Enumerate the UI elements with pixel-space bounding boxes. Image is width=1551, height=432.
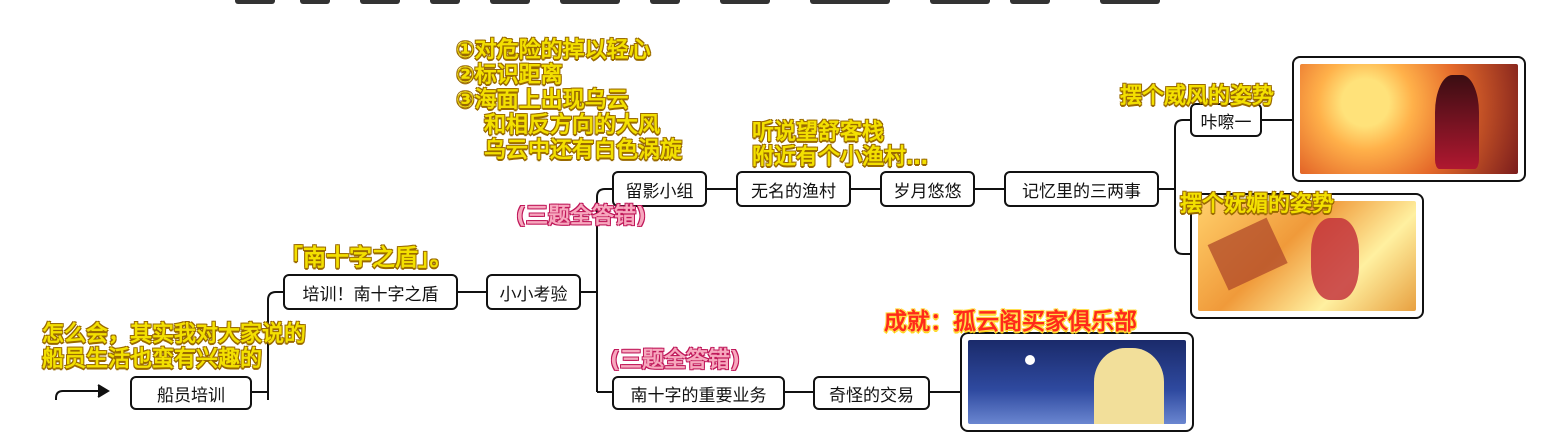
note-village-hint: 听说望舒客栈 附近有个小渔村… — [752, 120, 928, 170]
note-line: ②标识距离 — [456, 63, 563, 88]
note-line: ③海面上出现乌云 — [456, 88, 629, 113]
note-line: 船员生活也蛮有兴趣的 — [42, 347, 263, 372]
node-click[interactable]: 咔嚓一 — [1190, 103, 1262, 137]
note-all-wrong-lower: (三题全答错) — [610, 348, 741, 373]
node-training-southern-cross[interactable]: 培训！南十字之盾 — [283, 274, 458, 310]
note-line: ①对危险的掉以轻心 — [456, 38, 651, 63]
note-majestic-pose: 摆个威风的姿势 — [1120, 84, 1275, 109]
game-image-majestic — [1300, 64, 1518, 174]
note-line: 乌云中还有白色涡旋 — [484, 138, 683, 163]
game-image-achievement — [968, 340, 1186, 424]
note-achievement: 成就：孤云阁买家俱乐部 — [884, 309, 1137, 335]
screenshot-charming-pose — [1190, 193, 1424, 319]
note-line: 听说望舒客栈 — [752, 120, 885, 145]
note-quiz-answers: ①对危险的掉以轻心 ②标识距离 ③海面上出现乌云 和相反方向的大风 乌云中还有白… — [456, 38, 682, 163]
top-cropped-banner — [0, 0, 1551, 6]
node-small-test[interactable]: 小小考验 — [486, 274, 581, 310]
note-line: 和相反方向的大风 — [484, 113, 661, 138]
note-southern-cross-shield: 「南十字之盾」。 — [280, 245, 453, 271]
node-crew-training[interactable]: 船员培训 — [130, 376, 252, 410]
node-memories[interactable]: 记忆里的三两事 — [1004, 171, 1159, 207]
node-important-business[interactable]: 南十字的重要业务 — [612, 376, 785, 410]
screenshot-majestic-pose — [1292, 56, 1526, 182]
note-line: 怎么会，其实我对大家说的 — [42, 322, 307, 347]
note-crew-life: 怎么会，其实我对大家说的 船员生活也蛮有兴趣的 — [42, 322, 306, 372]
note-all-wrong-upper: (三题全答错) — [516, 204, 647, 229]
node-nameless-fishing-village[interactable]: 无名的渔村 — [736, 171, 851, 207]
node-strange-deal[interactable]: 奇怪的交易 — [813, 376, 930, 410]
node-long-years[interactable]: 岁月悠悠 — [880, 171, 975, 207]
mindmap-connectors — [55, 119, 1292, 400]
note-line: 附近有个小渔村… — [752, 145, 929, 170]
node-photo-group[interactable]: 留影小组 — [612, 171, 707, 207]
note-charming-pose: 摆个妩媚的姿势 — [1180, 192, 1335, 217]
game-image-charming — [1198, 201, 1416, 311]
screenshot-achievement — [960, 332, 1194, 432]
